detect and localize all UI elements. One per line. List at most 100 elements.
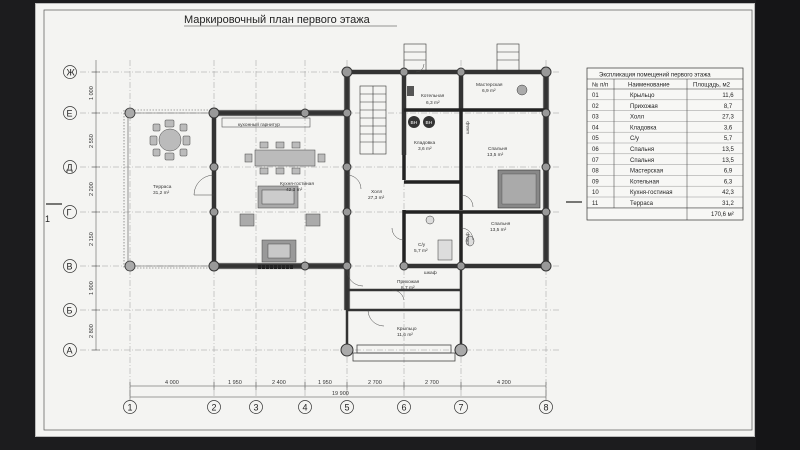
row-number: 04 <box>592 125 599 131</box>
row-area: 13,5 <box>722 158 734 164</box>
svg-text:Е: Е <box>67 109 73 119</box>
row-room-name: Кладовка <box>630 125 657 131</box>
row-room-name: Прихожая <box>630 104 658 110</box>
row-area: 42,3 <box>722 190 734 196</box>
staircase <box>359 85 387 155</box>
bottom-dimension-values: 4 000 1 950 2 400 1 950 2 700 2 700 4 20… <box>165 380 511 397</box>
room-area-porch: 11,6 m² <box>397 332 413 338</box>
terrace-round-table <box>149 119 191 161</box>
room-area-entry: 8,7 m² <box>401 285 415 291</box>
room-area-kitchen-living: 42,3 m² <box>286 187 303 193</box>
room-area-boiler: 6,3 m² <box>426 100 440 106</box>
row-number: 05 <box>592 136 599 142</box>
plan-title: Маркировочный план первого этажа <box>184 14 371 26</box>
row-area: 8,7 <box>724 104 733 110</box>
svg-text:1 900: 1 900 <box>89 281 95 295</box>
row-number: 07 <box>592 158 599 164</box>
monitor-bezel <box>756 0 800 450</box>
room-name-bedroom-1: Спальня <box>488 146 508 152</box>
row-number: 11 <box>592 201 599 207</box>
kitchen-set <box>221 117 311 128</box>
svg-text:2 700: 2 700 <box>425 380 439 386</box>
dining-table <box>244 141 326 175</box>
room-area-storage: 3,6 m² <box>418 146 432 152</box>
row-area: 6,9 <box>724 169 733 175</box>
svg-text:7: 7 <box>459 403 464 413</box>
left-axis-markers: Ж Е Д Г В Б А <box>63 65 77 357</box>
boiler-label-2: ВН <box>426 120 433 126</box>
workshop-fixture <box>516 84 528 96</box>
row-number: 09 <box>592 179 599 185</box>
svg-text:2 550: 2 550 <box>89 134 95 148</box>
fireplace-inner <box>267 243 291 259</box>
row-number: 01 <box>592 93 599 99</box>
room-area-wc: 5,7 m² <box>414 248 428 254</box>
row-room-name: С/у <box>630 136 639 142</box>
svg-text:А: А <box>67 346 73 356</box>
svg-text:В: В <box>67 262 73 272</box>
col-header-area: Площадь, м2 <box>693 83 731 89</box>
boiler-box <box>407 86 414 96</box>
sheet-frame <box>43 9 753 431</box>
svg-text:2 400: 2 400 <box>272 380 286 386</box>
wardrobe-label-2: шкаф <box>465 121 471 134</box>
svg-text:4 200: 4 200 <box>497 380 511 386</box>
bottom-axis-markers: 1 2 3 4 5 6 7 8 <box>123 400 553 414</box>
svg-text:Ж: Ж <box>67 68 76 78</box>
room-area-workshop: 6,9 m² <box>482 88 496 94</box>
bottom-dimension-lines <box>129 382 547 400</box>
room-name-hall: Холл <box>371 189 383 195</box>
svg-text:1: 1 <box>45 214 50 224</box>
col-header-name: Наименование <box>628 83 670 89</box>
svg-text:2 700: 2 700 <box>368 380 382 386</box>
row-area: 27,3 <box>722 115 734 121</box>
svg-text:1 950: 1 950 <box>318 380 332 386</box>
explication-title: Экспликация помещений первого этажа <box>599 72 711 79</box>
room-area-hall: 27,3 m² <box>368 195 385 201</box>
row-area: 31,2 <box>722 201 734 207</box>
svg-text:5: 5 <box>345 403 350 413</box>
row-area: 5,7 <box>724 136 733 142</box>
svg-text:2 800: 2 800 <box>89 324 95 338</box>
row-number: 03 <box>592 115 599 121</box>
wardrobe-label: шкаф <box>424 270 437 276</box>
svg-text:Г: Г <box>67 208 72 218</box>
room-area-bedroom-1: 13,5 m² <box>487 152 504 158</box>
svg-text:4: 4 <box>303 403 308 413</box>
wardrobe-label-3: шкаф <box>465 232 471 245</box>
svg-text:1 000: 1 000 <box>89 86 95 100</box>
row-area: 11,6 <box>722 93 734 99</box>
col-header-num: № п/п <box>592 82 608 89</box>
left-dimension-values: 1 000 2 550 2 200 2 150 1 900 2 800 <box>89 86 95 338</box>
room-name-kitchen-living: Кухня-гостиная <box>280 181 314 187</box>
svg-text:4 000: 4 000 <box>165 380 179 386</box>
boiler-units: ВН ВН <box>408 116 435 128</box>
section-mark-left: 1 <box>45 203 62 224</box>
room-area-bedroom-2: 13,5 m² <box>490 227 507 233</box>
row-room-name: Терраса <box>630 201 654 207</box>
top-stair <box>403 43 520 73</box>
kitchen-set-label: кухонный гарнитур <box>238 121 280 128</box>
boiler-label-1: ВН <box>411 120 418 126</box>
room-name-terrace: Терраса <box>153 184 172 190</box>
room-name-boiler: Котельная <box>421 93 445 99</box>
row-number: 06 <box>592 147 599 153</box>
bathroom-fixtures <box>425 215 475 261</box>
column-posts <box>124 66 552 357</box>
room-name-entry: Прихожая <box>397 279 420 285</box>
porch-steps <box>352 344 456 362</box>
explication-table: Экспликация помещений первого этажа № п/… <box>586 67 744 221</box>
table-row: 05 С/у 5,7 <box>587 136 743 144</box>
svg-text:8: 8 <box>544 403 549 413</box>
room-name-bedroom-2: Спальня <box>491 221 511 227</box>
row-area: 6,3 <box>724 179 733 185</box>
room-name-storage: Кладовка <box>414 140 435 146</box>
row-number: 10 <box>592 190 599 196</box>
